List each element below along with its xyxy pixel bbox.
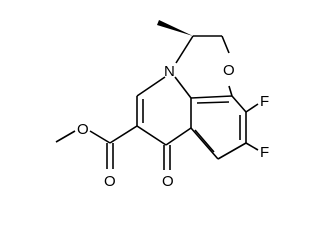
bond-c9-f (245, 103, 259, 113)
bond-c8-f (245, 142, 259, 151)
bond-c8-ch (217, 142, 247, 160)
ketone-oxygen-label: O (162, 173, 174, 190)
bond-c6-c-ester (109, 125, 138, 144)
bond-ch-c7a-double (194, 129, 215, 153)
bond-o1-c10 (228, 85, 233, 97)
bond-c7-c7a (165, 127, 192, 146)
nitrogen-label: N (164, 63, 175, 80)
bond-o-methyl (55, 130, 76, 143)
oxygen-ring-label: O (223, 62, 235, 79)
bond-n4-c5 (136, 76, 166, 97)
ester-single-oxygen-label: O (77, 121, 89, 138)
methyl-wedge-bond (157, 20, 193, 36)
bond-c6-c7 (136, 125, 167, 146)
fluorine-top-label: F (260, 93, 269, 110)
bond-c3-n4 (175, 35, 194, 64)
bond-ch-c7a (190, 127, 219, 160)
bond-ester-c-o-single (89, 130, 111, 144)
fluorine-bottom-label: F (260, 144, 269, 161)
bond-c10-c9 (231, 95, 247, 113)
structure-diagram: O N F F O O O (55, 20, 269, 190)
bond-c11-c10 (190, 95, 233, 99)
molecule-canvas: O N F F O O O (55, 20, 269, 190)
bond-c2-o1 (221, 35, 230, 54)
ester-carbonyl-oxygen-label: O (104, 173, 116, 190)
bond-n4-c11 (174, 76, 192, 99)
bond-c11-c10-double (196, 101, 230, 104)
